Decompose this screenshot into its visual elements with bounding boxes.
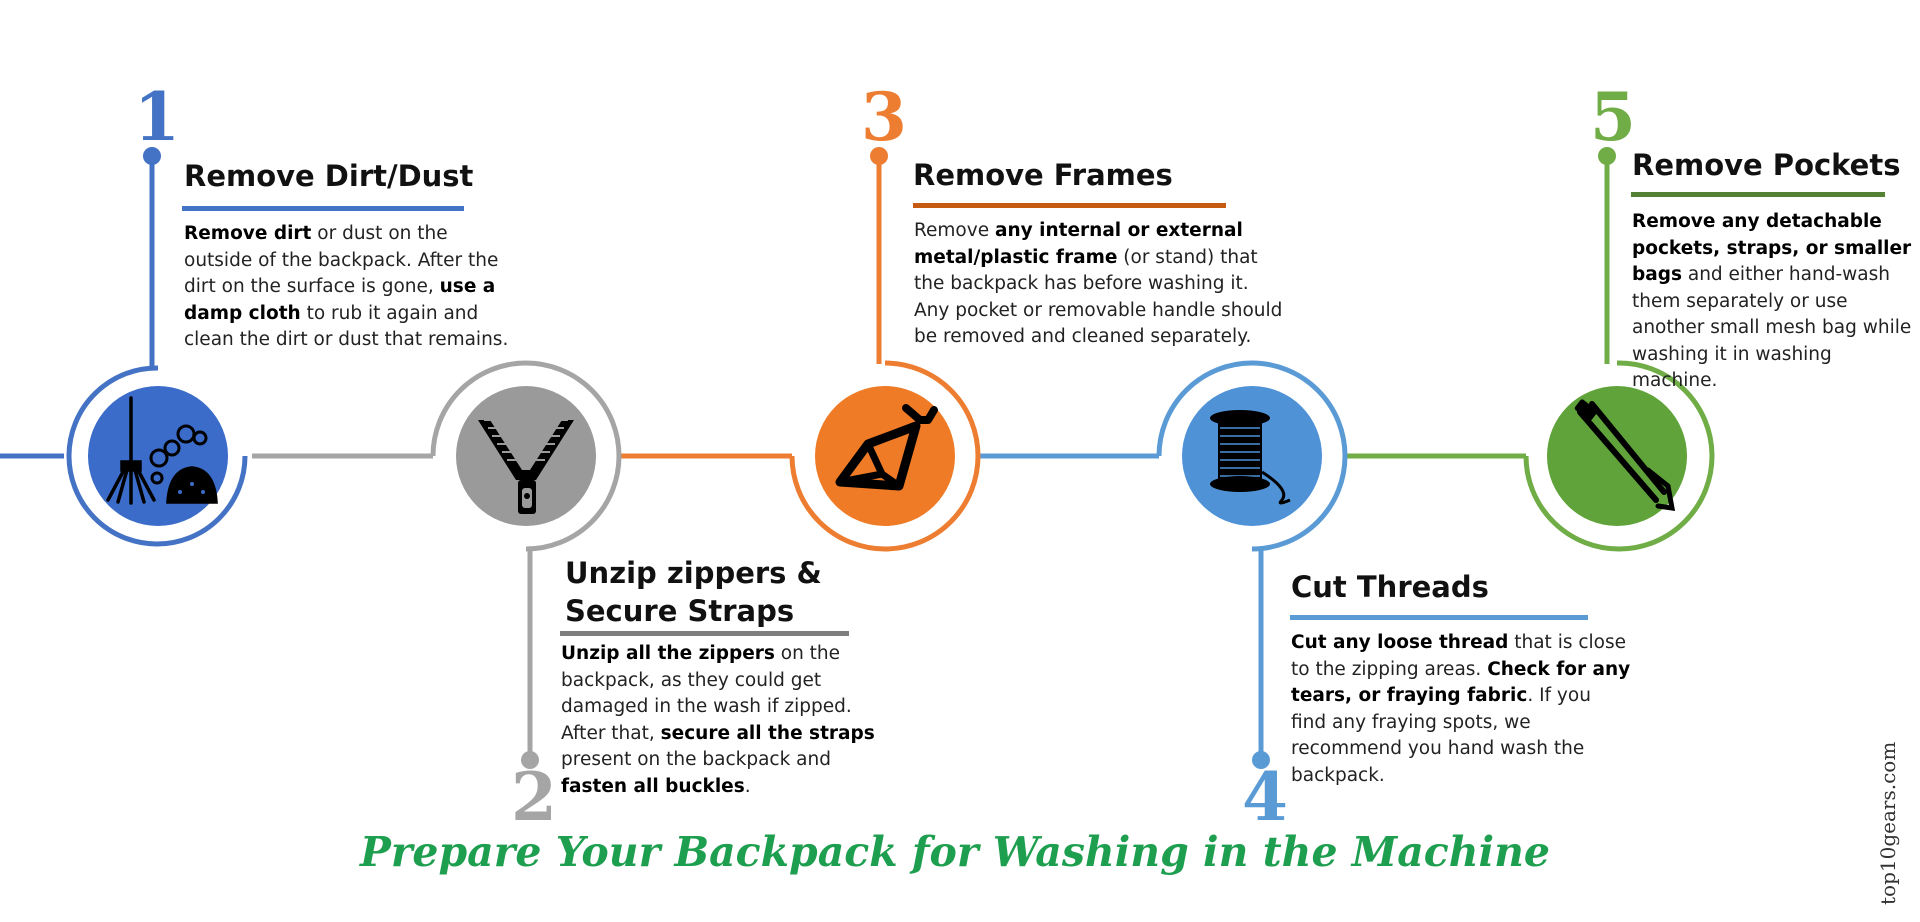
rim-4 [1156,360,1348,552]
text-run: Unzip all the zippers [561,643,775,664]
zipper-icon [478,419,574,514]
step-rule-3 [913,203,1226,208]
step-rule-2 [560,631,849,636]
text-run: on the backpack, as they could get damag… [561,643,852,744]
text-run: and either hand-wash them separately or … [1632,264,1912,391]
text-run: (or stand) that the backpack has before … [914,246,1283,348]
text-run: Remove any detachable pockets, straps, o… [1632,211,1912,285]
step-number-2: 2 [511,758,557,836]
dot-3 [870,147,888,165]
rim-5 [1523,360,1715,552]
text-run: that is close to the zipping areas. [1291,632,1626,680]
text-run: . If you find any fraying spots, we reco… [1291,685,1591,786]
thread-spool-icon [1210,410,1291,505]
main-title: Prepare Your Backpack for Washing in the… [360,828,1551,876]
step-text-5: Remove any detachable pockets, straps, o… [1632,209,1917,395]
step-title-2: Unzip zippers & Secure Straps [565,556,822,628]
text-run: . [744,775,751,797]
dot-5 [1598,147,1616,165]
watermark: top10gears.com [1876,741,1900,905]
step-text-2: Unzip all the zippers on the backpack, a… [561,641,901,800]
step-rule-4 [1290,615,1588,620]
text-run: Cut any loose thread [1291,632,1509,653]
step-title-3: Remove Frames [913,158,1173,192]
dot-2 [521,751,539,769]
step-title-5: Remove Pockets [1632,148,1901,182]
text-run: Check for any tears, or fraying fabric [1291,658,1631,707]
icon-circle-1 [88,386,228,526]
step-number-3: 3 [861,78,907,156]
step-number-4: 4 [1242,758,1288,836]
step-text-1: Remove dirt or dust on the outside of th… [184,221,509,354]
step-title-1: Remove Dirt/Dust [184,159,474,193]
text-run: present on the backpack and [561,749,831,770]
step-number-1: 1 [134,78,180,156]
dot-4 [1252,751,1270,769]
step-title-4: Cut Threads [1291,570,1489,604]
frame-icon [835,404,938,491]
step-rule-1 [182,206,464,211]
text-run: any internal or external metal/plastic f… [914,220,1243,268]
text-run: secure all the straps [660,722,875,744]
step-rule-5 [1631,192,1885,197]
text-run: use a damp cloth [184,276,496,324]
text-run: Remove [914,220,995,241]
dot-1 [143,147,161,165]
step-number-5: 5 [1590,78,1636,156]
rim-1 [66,365,248,547]
text-run: Remove dirt [184,223,312,244]
text-run: fasten all buckles [561,775,745,797]
text-run: or dust on the outside of the backpack. … [184,223,499,297]
step-text-3: Remove any internal or external metal/pl… [914,218,1284,351]
rim-2 [430,360,622,552]
broom-dust-icon [106,396,218,505]
step-text-4: Cut any loose thread that is close to th… [1291,630,1631,789]
rim-3 [789,360,981,552]
text-run: to rub it again and clean the dirt or du… [184,302,509,351]
strap-icon [1574,399,1676,511]
